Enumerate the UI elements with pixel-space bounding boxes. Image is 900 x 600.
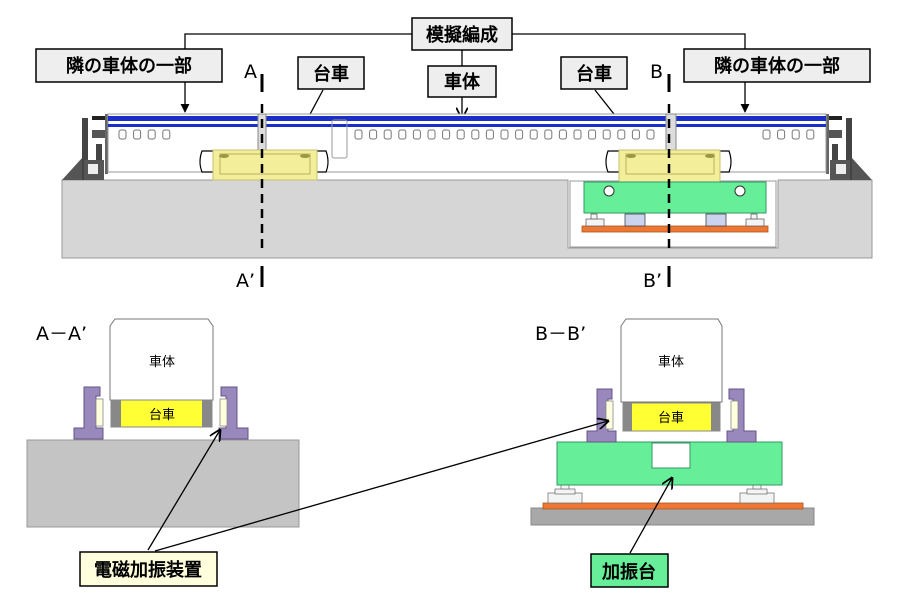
window — [118, 129, 127, 140]
formation-connectors — [184, 33, 746, 66]
window — [558, 129, 567, 140]
formation-label: 模擬編成 — [426, 24, 498, 46]
section-bb-car-body — [620, 318, 723, 403]
window — [529, 129, 538, 140]
section-aa-view: 車体 台車 — [26, 318, 300, 528]
neighbor-car-left-label: 隣の車体の一部 — [66, 55, 192, 77]
section-aa-car-body — [109, 318, 214, 401]
window — [646, 129, 655, 140]
section-bb-exciter-left — [586, 388, 617, 443]
window — [762, 129, 771, 140]
base-plate-top — [581, 225, 769, 233]
window — [588, 129, 597, 140]
bogie-left-label-box: 台車 — [297, 56, 365, 90]
main-car-body — [265, 113, 667, 173]
section-a-top-label: A — [244, 61, 257, 83]
window — [485, 129, 494, 140]
shaker-table-label: 加振台 — [601, 561, 656, 583]
door — [331, 119, 348, 159]
window — [544, 129, 553, 140]
window — [383, 129, 392, 140]
bogie-right-label-box: 台車 — [560, 56, 628, 90]
window — [573, 129, 582, 140]
section-b-bottom-label: B’ — [643, 270, 662, 292]
neighbor-car-right-label: 隣の車体の一部 — [714, 55, 840, 77]
window — [369, 129, 378, 140]
section-bb-title: B－B’ — [535, 323, 586, 345]
section-bb-view: 車体 台車 — [530, 318, 815, 526]
gangway-right — [665, 113, 677, 151]
window — [354, 129, 363, 140]
section-aa-ground — [26, 439, 300, 528]
window — [147, 129, 156, 140]
neighbor-car-right-label-box: 隣の車体の一部 — [683, 48, 871, 83]
section-bb-ground — [530, 507, 815, 526]
formation-label-box: 模擬編成 — [411, 17, 513, 51]
window — [617, 129, 626, 140]
bogie-left-top — [199, 149, 329, 181]
window — [471, 129, 480, 140]
window — [631, 129, 640, 140]
section-bb-bogie-label: 台車 — [658, 411, 684, 426]
exciter-arrow-b — [154, 421, 608, 552]
car-body-label: 車体 — [444, 71, 481, 93]
exciter-arrow-a — [147, 430, 220, 551]
bogie-left-label: 台車 — [313, 63, 349, 85]
section-bb-base-plate — [542, 502, 804, 510]
section-a-bottom-label: A’ — [236, 270, 255, 292]
window — [500, 129, 509, 140]
car-body-label-box: 車体 — [427, 65, 497, 98]
section-bb-bogie — [622, 402, 721, 432]
section-aa-bogie-label: 台車 — [149, 408, 175, 423]
right-end-support — [826, 114, 872, 180]
section-b-top-label: B — [650, 61, 663, 83]
window — [427, 129, 436, 140]
window — [777, 129, 786, 140]
window — [515, 129, 524, 140]
section-aa-car-body-label: 車体 — [149, 355, 175, 370]
shaker-table-label-box: 加振台 — [590, 553, 669, 588]
window — [442, 129, 451, 140]
shaker-table-top — [581, 181, 769, 233]
neighbor-car-left-label-box: 隣の車体の一部 — [35, 48, 223, 83]
bogie-right-label: 台車 — [576, 63, 612, 85]
car-windows — [118, 129, 815, 140]
ground-foundation — [61, 179, 873, 259]
window — [456, 129, 465, 140]
window — [162, 129, 171, 140]
electromagnetic-exciter-label-box: 電磁加振装置 — [79, 551, 218, 587]
window — [412, 129, 421, 140]
shaker-table-arrow — [629, 478, 672, 554]
window — [398, 129, 407, 140]
window — [602, 129, 611, 140]
electromagnetic-exciter-label: 電磁加振装置 — [94, 559, 202, 581]
section-aa-title: A－A’ — [36, 323, 87, 345]
window — [133, 129, 142, 140]
window — [791, 129, 800, 140]
window — [806, 129, 815, 140]
left-end-support — [62, 114, 108, 180]
section-bb-car-body-label: 車体 — [658, 355, 684, 370]
